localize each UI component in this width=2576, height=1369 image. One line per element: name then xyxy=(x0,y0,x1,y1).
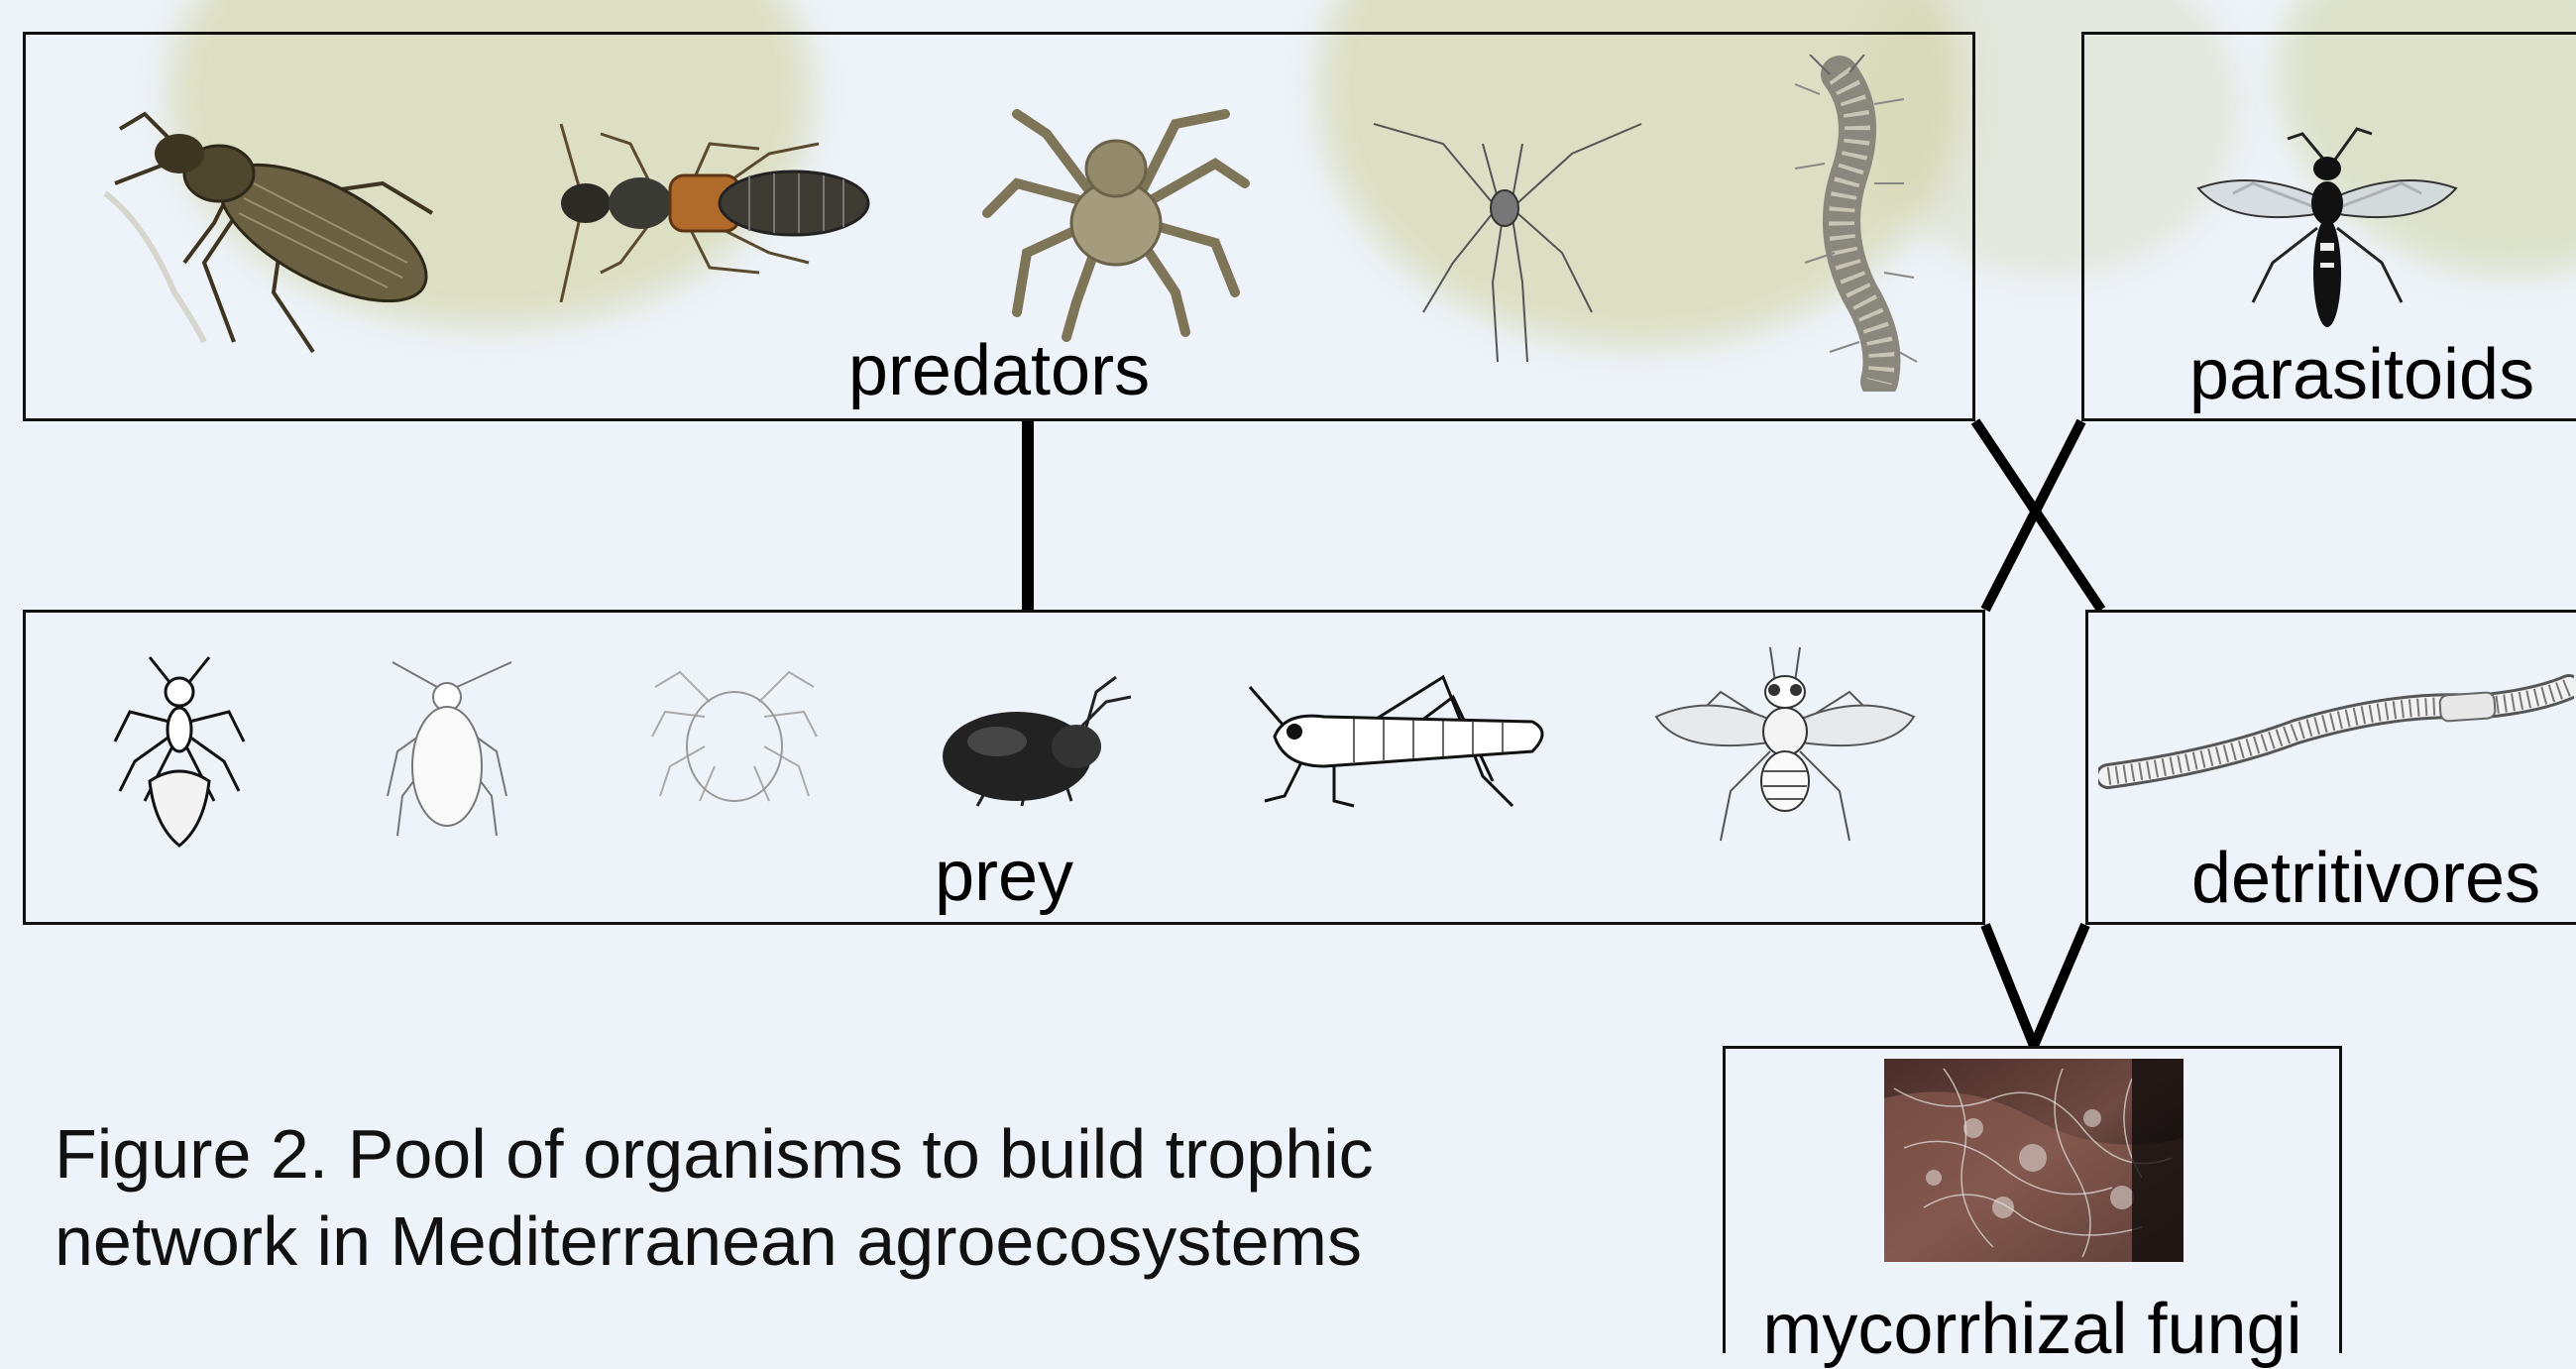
link-detritivores-fungi xyxy=(2034,925,2085,1046)
wolf-spider-icon xyxy=(977,74,1255,342)
harvestman-icon xyxy=(1354,84,1651,362)
ant-icon xyxy=(105,652,254,851)
mite-icon xyxy=(650,657,819,816)
prey-label: prey xyxy=(26,841,1982,912)
earthworm-icon xyxy=(2098,662,2574,791)
link-parasitoids-prey xyxy=(1985,421,2081,610)
rove-beetle-icon xyxy=(541,104,898,302)
ground-beetle-icon xyxy=(85,74,462,362)
mycorrhizal-fungi-box: mycorrhizal fungi xyxy=(1723,1046,2342,1353)
predators-label: predators xyxy=(26,335,1972,406)
predators-box: predators xyxy=(23,32,1975,421)
caption-line-1: Figure 2. Pool of organisms to build tro… xyxy=(55,1110,1640,1198)
caption-line-2: network in Mediterranean agroecosystems xyxy=(55,1198,1640,1285)
grasshopper-icon xyxy=(1245,667,1562,816)
prey-box: prey xyxy=(23,610,1985,925)
figure-caption: Figure 2. Pool of organisms to build tro… xyxy=(55,1110,1640,1285)
aphid-icon xyxy=(373,657,521,846)
mycorrhizal-fungi-label: mycorrhizal fungi xyxy=(1726,1294,2339,1365)
springtail-icon xyxy=(938,672,1136,811)
detritivores-box: detritivores xyxy=(2085,610,2576,925)
parasitoids-box: parasitoids xyxy=(2081,32,2576,421)
link-prey-fungi xyxy=(1985,925,2034,1046)
parasitoids-label: parasitoids xyxy=(2154,339,2570,410)
detritivores-label: detritivores xyxy=(2158,843,2574,914)
link-predators-detritivores xyxy=(1975,421,2101,610)
fungal-mycelium-photo xyxy=(1884,1059,2184,1262)
fly-icon xyxy=(1651,632,1919,860)
parasitoid-wasp-icon xyxy=(2193,114,2461,352)
